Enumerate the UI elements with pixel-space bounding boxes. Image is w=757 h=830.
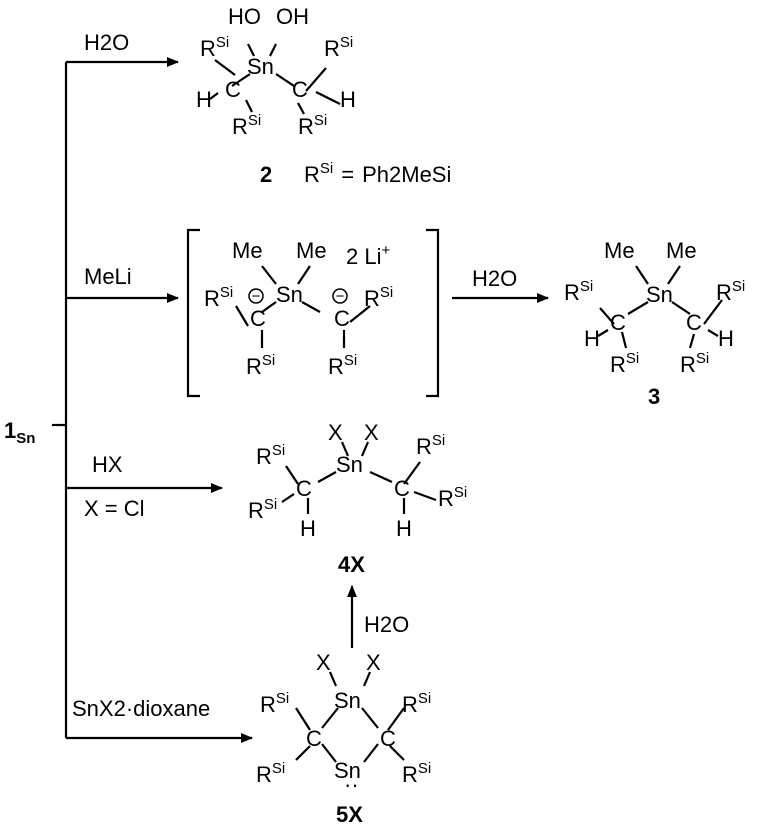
compound-3-hydrogen-left: H <box>584 326 600 351</box>
compound-3-hydrogen-right: H <box>718 326 734 351</box>
intermediate-brackets <box>186 228 440 398</box>
intermediate-silyl-top-right: RSi <box>364 284 393 311</box>
compound-2-structure <box>209 43 341 115</box>
compound-3-silyl-top-left: RSi <box>564 278 593 305</box>
compound-5x-halide-left: X <box>316 650 331 675</box>
intermediate-methyl-right: Me <box>296 238 327 263</box>
compound-5x-carbon-left: C <box>306 726 322 751</box>
compound-3-carbon-left: C <box>610 310 626 335</box>
compound-3-methyl-right: Me <box>666 238 697 263</box>
reagent-acid-condition: X = Cl <box>84 496 145 521</box>
silyl-definition: RSi=Ph2MeSi <box>304 160 451 187</box>
compound-4x-silyl-top-left: RSi <box>256 442 285 469</box>
compound-5x-lone-pair: ·· <box>344 772 359 797</box>
compound-5x-silyl-top-right: RSi <box>402 690 431 717</box>
compound-5x-silyl-bottom-right: RSi <box>402 760 431 787</box>
compound-5x-silyl-bottom-left: RSi <box>256 760 285 787</box>
compound-4x-silyl-bottom-right: RSi <box>438 484 467 511</box>
compound-2-label: 2 <box>260 162 272 187</box>
compound-2-carbon-left: C <box>225 77 241 102</box>
intermediate-silyl-bottom-left: RSi <box>246 352 275 379</box>
intermediate-silyl-top-left: RSi <box>204 284 233 311</box>
reagent-water-2: H2O <box>472 266 517 291</box>
compound-2-tin: Sn <box>247 54 274 79</box>
compound-3-silyl-top-right: RSi <box>716 278 745 305</box>
intermediate-carbanion-left: C <box>250 306 266 331</box>
compound-2-silyl-top-right: RSi <box>324 34 353 61</box>
compound-4x-silyl-bottom-left: RSi <box>248 496 277 523</box>
compound-2-carbon-right: C <box>292 77 308 102</box>
compound-5x-tin-top: Sn <box>334 688 361 713</box>
compound-2-silyl-bottom-right: RSi <box>298 112 327 139</box>
compound-2-hydrogen-right: H <box>340 87 356 112</box>
compound-3-tin: Sn <box>646 282 673 307</box>
compound-4x-carbon-left: C <box>296 476 312 501</box>
svg-text:−: − <box>336 288 345 305</box>
compound-4x-structure <box>281 441 437 514</box>
compound-3-label: 3 <box>648 384 660 409</box>
intermediate-counterion: 2 Li+ <box>346 242 390 269</box>
compound-4x-halide-left: X <box>328 420 343 445</box>
reagent-acid: HX <box>92 452 123 477</box>
svg-text:−: − <box>252 288 261 305</box>
reagent-tin-salt: SnX2·dioxane <box>72 696 210 721</box>
compound-5x-structure <box>295 671 405 763</box>
compound-4x-label: 4X <box>338 552 365 577</box>
compound-2-silyl-bottom-left: RSi <box>232 112 261 139</box>
compound-2-silyl-top-left: RSi <box>200 34 229 61</box>
compound-5x-silyl-top-left: RSi <box>260 690 289 717</box>
reagent-water-1: H2O <box>84 30 129 55</box>
compound-5x-label: 5X <box>336 802 363 827</box>
branch-trunk <box>52 62 68 738</box>
compound-4x-tin: Sn <box>336 452 363 477</box>
intermediate-tin: Sn <box>276 282 303 307</box>
reagent-water-3: H2O <box>364 612 409 637</box>
intermediate-methyl-left: Me <box>232 238 263 263</box>
compound-3-silyl-bottom-left: RSi <box>610 350 639 377</box>
compound-4x-hydrogen-left: H <box>300 516 316 541</box>
compound-3-methyl-left: Me <box>604 238 635 263</box>
reagent-methyllithium: MeLi <box>84 264 132 289</box>
compound-3-structure <box>597 265 723 349</box>
intermediate-charge-right: − <box>332 288 348 305</box>
compound-4x-silyl-top-right: RSi <box>416 432 445 459</box>
intermediate-charge-left: − <box>248 288 264 305</box>
compound-5x-halide-right: X <box>366 650 381 675</box>
intermediate-silyl-bottom-right: RSi <box>328 352 357 379</box>
compound-4x-halide-right: X <box>364 420 379 445</box>
compound-5x-tin-bottom: Sn <box>334 758 361 783</box>
intermediate-carbanion-right: C <box>334 306 350 331</box>
intermediate-structure <box>235 265 371 348</box>
compound-2-hydroxyl-right: OH <box>276 4 309 29</box>
compound-2-hydroxyl-left: HO <box>228 4 261 29</box>
compound-3-carbon-right: C <box>686 310 702 335</box>
compound-2-hydrogen-left: H <box>196 87 212 112</box>
reactant-label: 1Sn <box>4 418 35 447</box>
compound-5x-carbon-right: C <box>380 726 396 751</box>
compound-3-silyl-bottom-right: RSi <box>680 350 709 377</box>
compound-4x-hydrogen-right: H <box>396 516 412 541</box>
compound-4x-carbon-right: C <box>394 476 410 501</box>
